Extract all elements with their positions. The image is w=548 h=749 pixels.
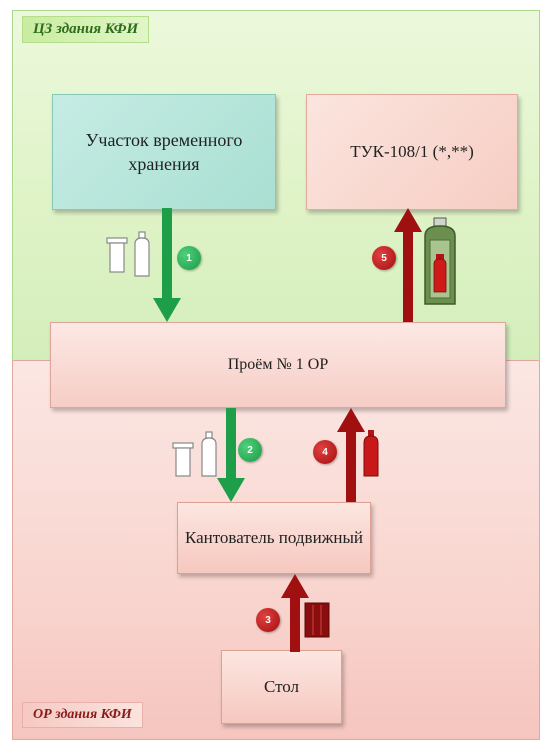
box-mobile-tilter: Кантователь подвижный bbox=[177, 502, 371, 574]
arrow-step-1-down bbox=[153, 208, 181, 322]
capsule-icon bbox=[363, 430, 379, 477]
step-2-badge: 2 bbox=[238, 438, 262, 462]
step-1-badge: 1 bbox=[177, 246, 201, 270]
step-3-badge: 3 bbox=[256, 608, 280, 632]
box-opening-1: Проём № 1 ОР bbox=[50, 322, 506, 408]
capsule-icon bbox=[201, 431, 217, 477]
box-transport-cask: ТУК-108/1 (*,**) bbox=[306, 94, 518, 210]
arrow-step-3-up bbox=[281, 574, 309, 652]
step-4-badge: 4 bbox=[313, 440, 337, 464]
arrow-step-4-up bbox=[337, 408, 365, 502]
step-5-badge: 5 bbox=[372, 246, 396, 270]
cask-icon bbox=[424, 217, 456, 305]
capsule-icon bbox=[134, 231, 150, 277]
empty-canister-icon bbox=[172, 442, 194, 477]
arrow-step-5-up bbox=[394, 208, 422, 322]
zone-top-label: ЦЗ здания КФИ bbox=[22, 16, 150, 43]
box-temporary-storage: Участок временного хранения bbox=[52, 94, 276, 210]
zone-bottom-label: ОР здания КФИ bbox=[22, 702, 143, 728]
container-icon bbox=[304, 602, 330, 638]
box-table: Стол bbox=[221, 650, 342, 724]
arrow-step-2-down bbox=[217, 408, 245, 502]
empty-canister-icon bbox=[106, 237, 128, 273]
